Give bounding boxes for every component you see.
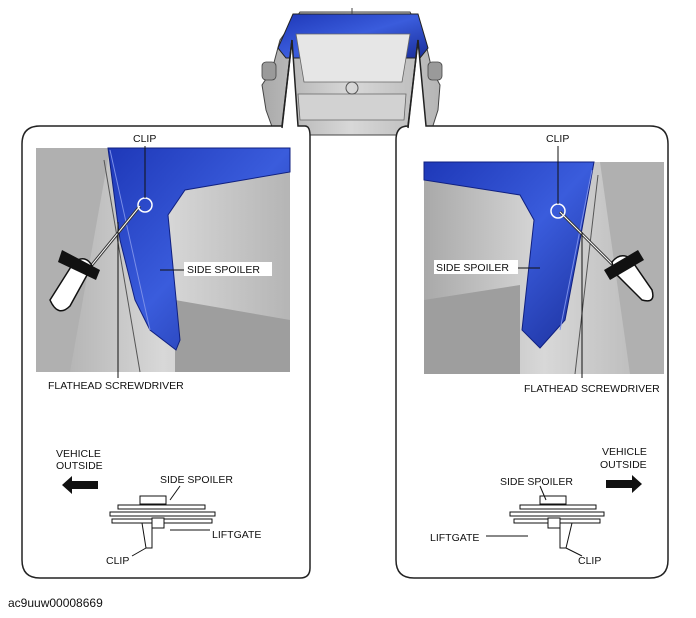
- left-screwdriver-label: FLATHEAD SCREWDRIVER: [48, 380, 184, 392]
- left-direction-label-1: VEHICLE: [56, 448, 101, 460]
- left-section-clip-label: CLIP: [106, 555, 129, 567]
- right-outside-arrow-icon: [606, 475, 642, 493]
- left-cross-section: [109, 495, 216, 549]
- vehicle-rear-illustration: [261, 8, 443, 136]
- right-spoiler-label: SIDE SPOILER: [436, 262, 509, 274]
- right-section-clip-label: CLIP: [578, 555, 601, 567]
- left-panel: CLIP SIDE SPOILER FLATHEAD SCREWDRIVER V…: [21, 39, 311, 579]
- left-spoiler-shape: [107, 147, 291, 351]
- left-spoiler-label: SIDE SPOILER: [187, 264, 260, 276]
- left-direction-label-2: OUTSIDE: [56, 460, 103, 472]
- left-photo: [36, 147, 291, 373]
- right-direction-label-1: VEHICLE: [602, 446, 647, 458]
- left-outside-arrow-icon: [62, 476, 98, 494]
- right-direction-label-2: OUTSIDE: [600, 459, 647, 471]
- right-photo: [423, 161, 664, 375]
- right-section-liftgate-label: LIFTGATE: [430, 532, 479, 544]
- right-clip-label: CLIP: [546, 133, 569, 145]
- right-screwdriver-label: FLATHEAD SCREWDRIVER: [524, 383, 660, 395]
- left-clip-label: CLIP: [133, 133, 156, 145]
- right-cross-section: [509, 495, 605, 549]
- right-panel: CLIP SIDE SPOILER FLATHEAD SCREWDRIVER V…: [395, 39, 669, 579]
- figure-id-caption: ac9uuw00008669: [8, 596, 103, 610]
- left-section-spoiler-label: SIDE SPOILER: [160, 474, 233, 486]
- right-section-spoiler-label: SIDE SPOILER: [500, 476, 573, 488]
- left-section-liftgate-label: LIFTGATE: [212, 529, 261, 541]
